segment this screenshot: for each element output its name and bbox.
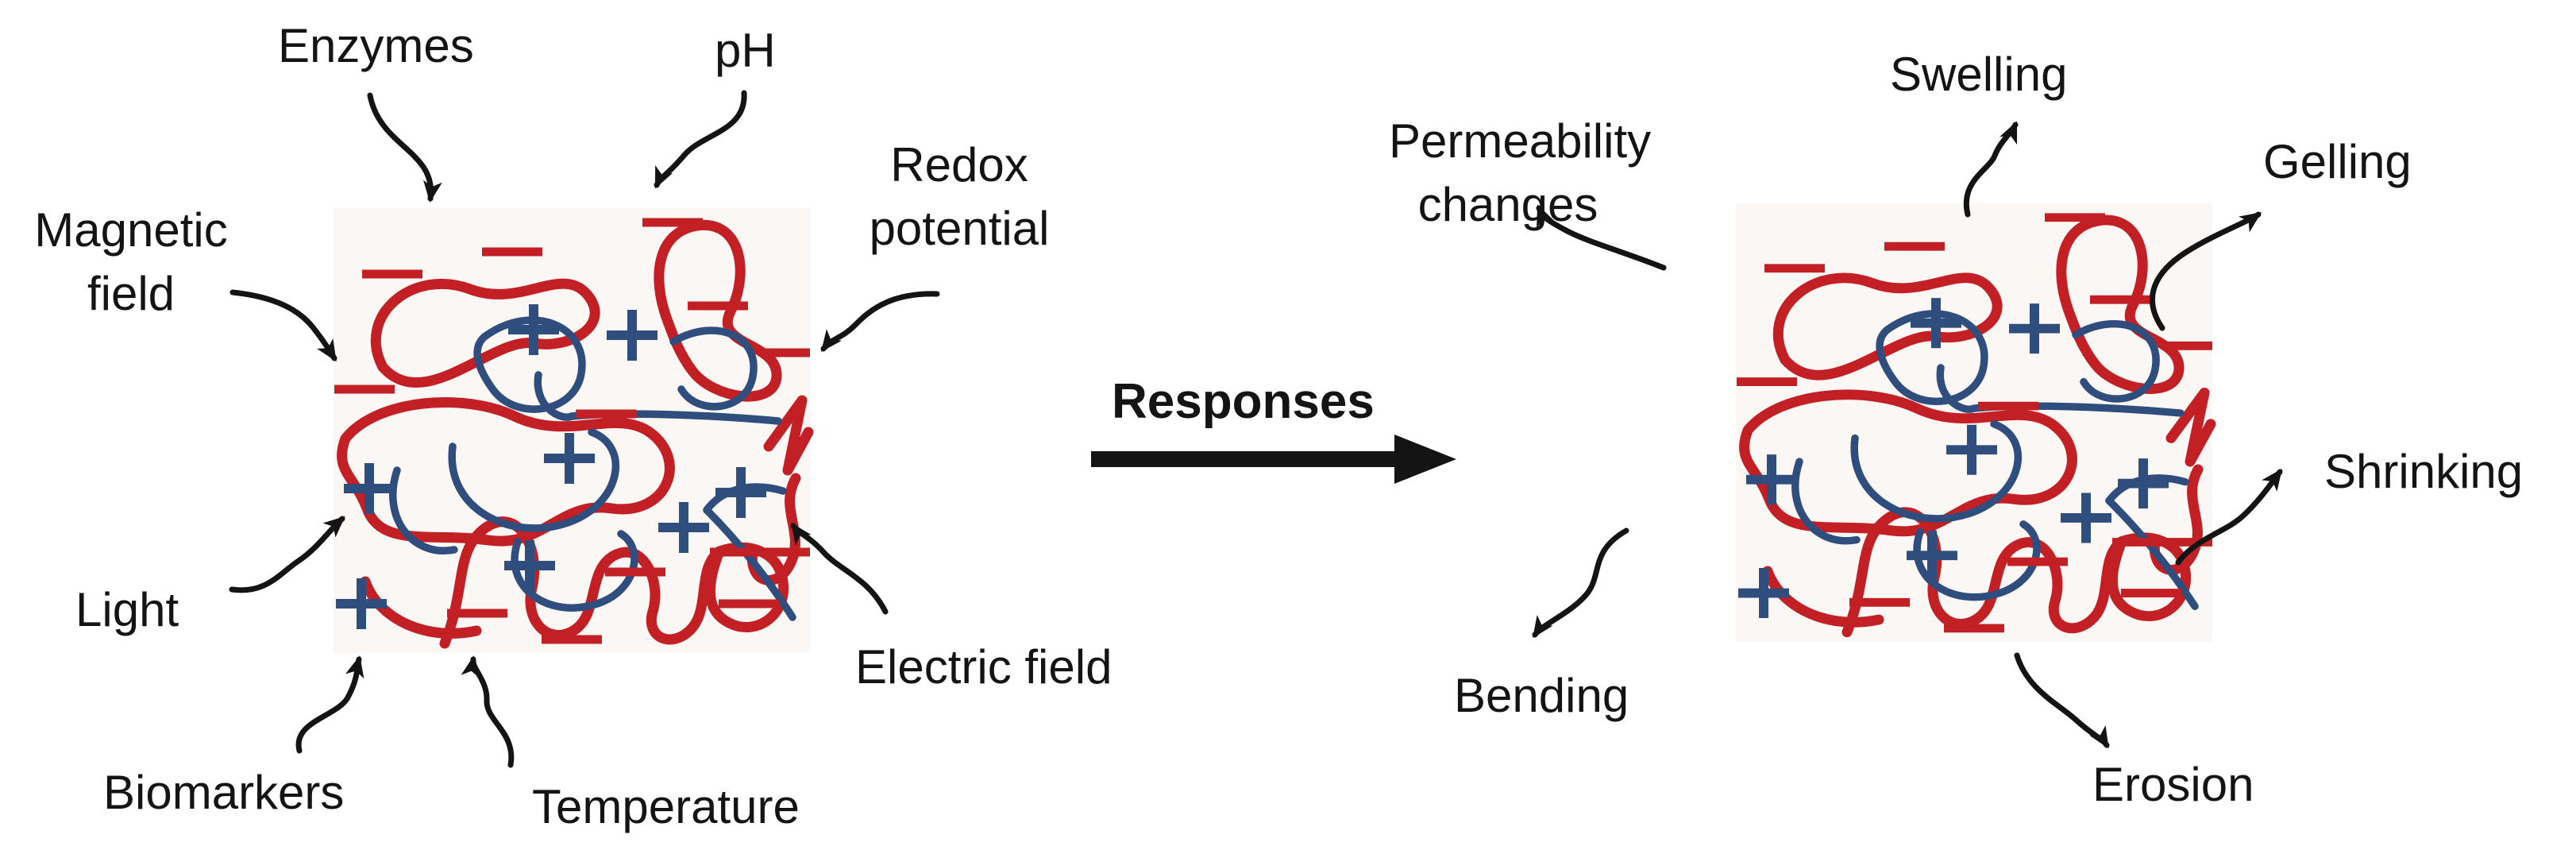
arrow-biomarkers [295,655,364,754]
label-bending: Bending [1454,669,1629,722]
arrow-magnetic-field [229,289,337,362]
arrow-temperature [461,655,515,768]
label-shrinking: Shrinking [2324,445,2524,498]
arrow-permeability-changes [1536,204,1667,271]
arrow-redox-potential [820,291,940,352]
label-biomarkers: Biomarkers [103,766,345,819]
polymer-network-after [1736,203,2212,642]
polymer-network-before [334,208,810,653]
label-magnetic-field: Magnetic field [34,203,228,321]
label-enzymes: Enzymes [278,19,474,72]
arrow-enzymes [367,92,442,203]
arrow-bending [1532,527,1629,639]
arrow-shrinking [2175,468,2283,566]
arrow-light [229,516,345,593]
label-light: Light [75,583,179,636]
label-ph: pH [715,24,776,77]
label-erosion: Erosion [2092,758,2254,811]
arrow-erosion [2014,652,2110,749]
arrow-ph [654,90,747,189]
arrow-gelling [2150,211,2262,331]
label-redox-potential: Redox potential [869,138,1050,256]
label-temperature: Temperature [532,780,800,833]
label-swelling: Swelling [1890,48,2068,101]
label-electric-field: Electric field [855,640,1113,694]
label-permeability-changes: Permeability changes [1389,114,1652,232]
arrow-swelling [1963,121,2019,218]
responses-arrow [1091,435,1456,484]
label-gelling: Gelling [2263,135,2412,188]
label-responses: Responses [1112,374,1375,429]
arrow-electric-field [790,522,889,615]
